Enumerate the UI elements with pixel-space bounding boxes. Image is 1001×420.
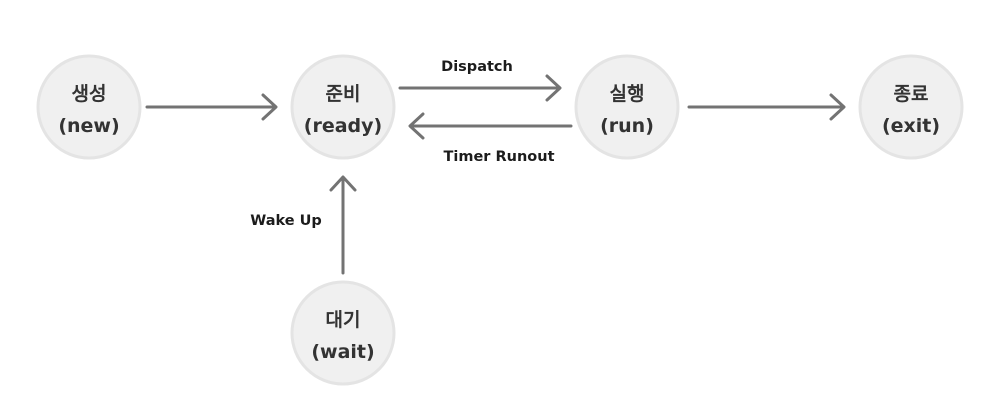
state-node-run: 실행 (run) xyxy=(574,54,680,160)
edge-label-timer-runout: Timer Runout xyxy=(443,149,554,165)
state-circle xyxy=(36,54,142,160)
state-circle xyxy=(858,54,964,160)
edge-ready-to-run: Dispatch xyxy=(398,59,562,102)
state-name: 종료 xyxy=(894,83,929,105)
edge-wait-to-ready: Wake Up xyxy=(250,175,357,275)
edge-label-wake-up: Wake Up xyxy=(250,213,322,229)
edge-new-to-ready xyxy=(145,93,278,121)
state-circle xyxy=(574,54,680,160)
arrowhead-right-icon xyxy=(545,74,562,102)
state-code: (exit) xyxy=(882,115,940,137)
state-name: 준비 xyxy=(326,83,361,105)
edge-run-to-exit xyxy=(687,93,846,121)
state-code: (wait) xyxy=(311,341,374,363)
state-code: (ready) xyxy=(304,115,382,137)
state-code: (new) xyxy=(58,115,119,137)
state-name: 대기 xyxy=(326,309,361,331)
arrowhead-right-icon xyxy=(829,93,846,121)
state-node-wait: 대기 (wait) xyxy=(290,280,396,386)
state-code: (run) xyxy=(600,115,654,137)
state-node-exit: 종료 (exit) xyxy=(858,54,964,160)
state-name: 실행 xyxy=(610,83,645,105)
arrowhead-up-icon xyxy=(329,175,357,192)
state-circle xyxy=(290,280,396,386)
state-node-ready: 준비 (ready) xyxy=(290,54,396,160)
state-name: 생성 xyxy=(72,83,107,105)
state-node-new: 생성 (new) xyxy=(36,54,142,160)
arrowhead-right-icon xyxy=(261,93,278,121)
edge-run-to-ready: Timer Runout xyxy=(408,112,573,165)
state-circle xyxy=(290,54,396,160)
arrowhead-left-icon xyxy=(408,112,425,140)
edge-label-dispatch: Dispatch xyxy=(441,59,513,75)
